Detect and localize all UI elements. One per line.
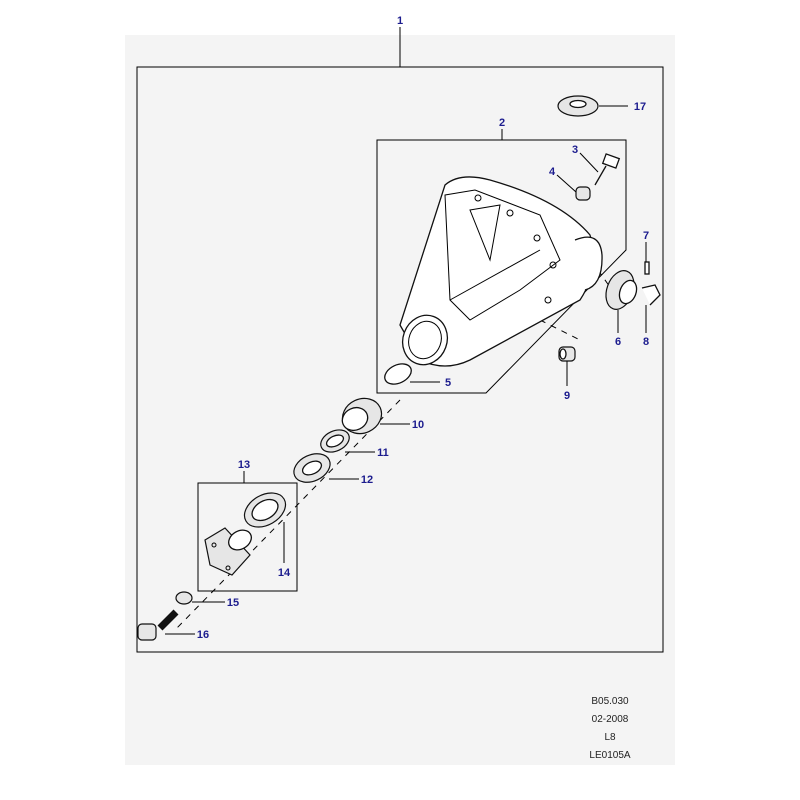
- pin-7: [644, 261, 650, 275]
- bracket-8: [641, 284, 661, 306]
- reference-model: L8: [604, 732, 616, 743]
- callout-17[interactable]: 17: [634, 101, 646, 113]
- reference-code: B05.030: [591, 696, 629, 707]
- bearing-10: [341, 397, 383, 435]
- assembly-frame-2: [376, 139, 627, 394]
- callout-11[interactable]: 11: [377, 447, 389, 459]
- callout-12[interactable]: 12: [361, 474, 373, 486]
- bolt-16: [137, 609, 179, 641]
- o-ring-5: [384, 363, 412, 385]
- washer-17: [557, 95, 599, 117]
- callout-16[interactable]: 16: [197, 629, 209, 641]
- washer-15: [175, 591, 193, 605]
- differential-housing: [399, 176, 603, 367]
- callout-9[interactable]: 9: [564, 390, 570, 402]
- bush-4: [575, 186, 591, 201]
- callout-10[interactable]: 10: [412, 419, 424, 431]
- reference-illustration: LE0105A: [589, 750, 631, 761]
- bolt-3: [594, 153, 621, 186]
- callout-1[interactable]: 1: [397, 15, 403, 27]
- callout-8[interactable]: 8: [643, 336, 649, 348]
- leader-lines: [165, 27, 647, 635]
- drive-flange: [204, 527, 252, 576]
- callout-2[interactable]: 2: [499, 117, 505, 129]
- callout-5[interactable]: 5: [445, 377, 451, 389]
- callout-3[interactable]: 3: [572, 144, 578, 156]
- axis-9: [539, 319, 581, 341]
- callout-6[interactable]: 6: [615, 336, 621, 348]
- callout-7[interactable]: 7: [643, 230, 649, 242]
- callout-4[interactable]: 4: [549, 166, 556, 178]
- assembly-frame-13: [197, 482, 298, 592]
- callout-15[interactable]: 15: [227, 597, 239, 609]
- nut-9: [558, 346, 576, 362]
- callout-14[interactable]: 14: [278, 567, 291, 579]
- assembly-axis: [174, 399, 401, 631]
- tone-ring-6: [605, 270, 638, 310]
- callout-13[interactable]: 13: [238, 459, 250, 471]
- reference-date: 02-2008: [591, 714, 629, 725]
